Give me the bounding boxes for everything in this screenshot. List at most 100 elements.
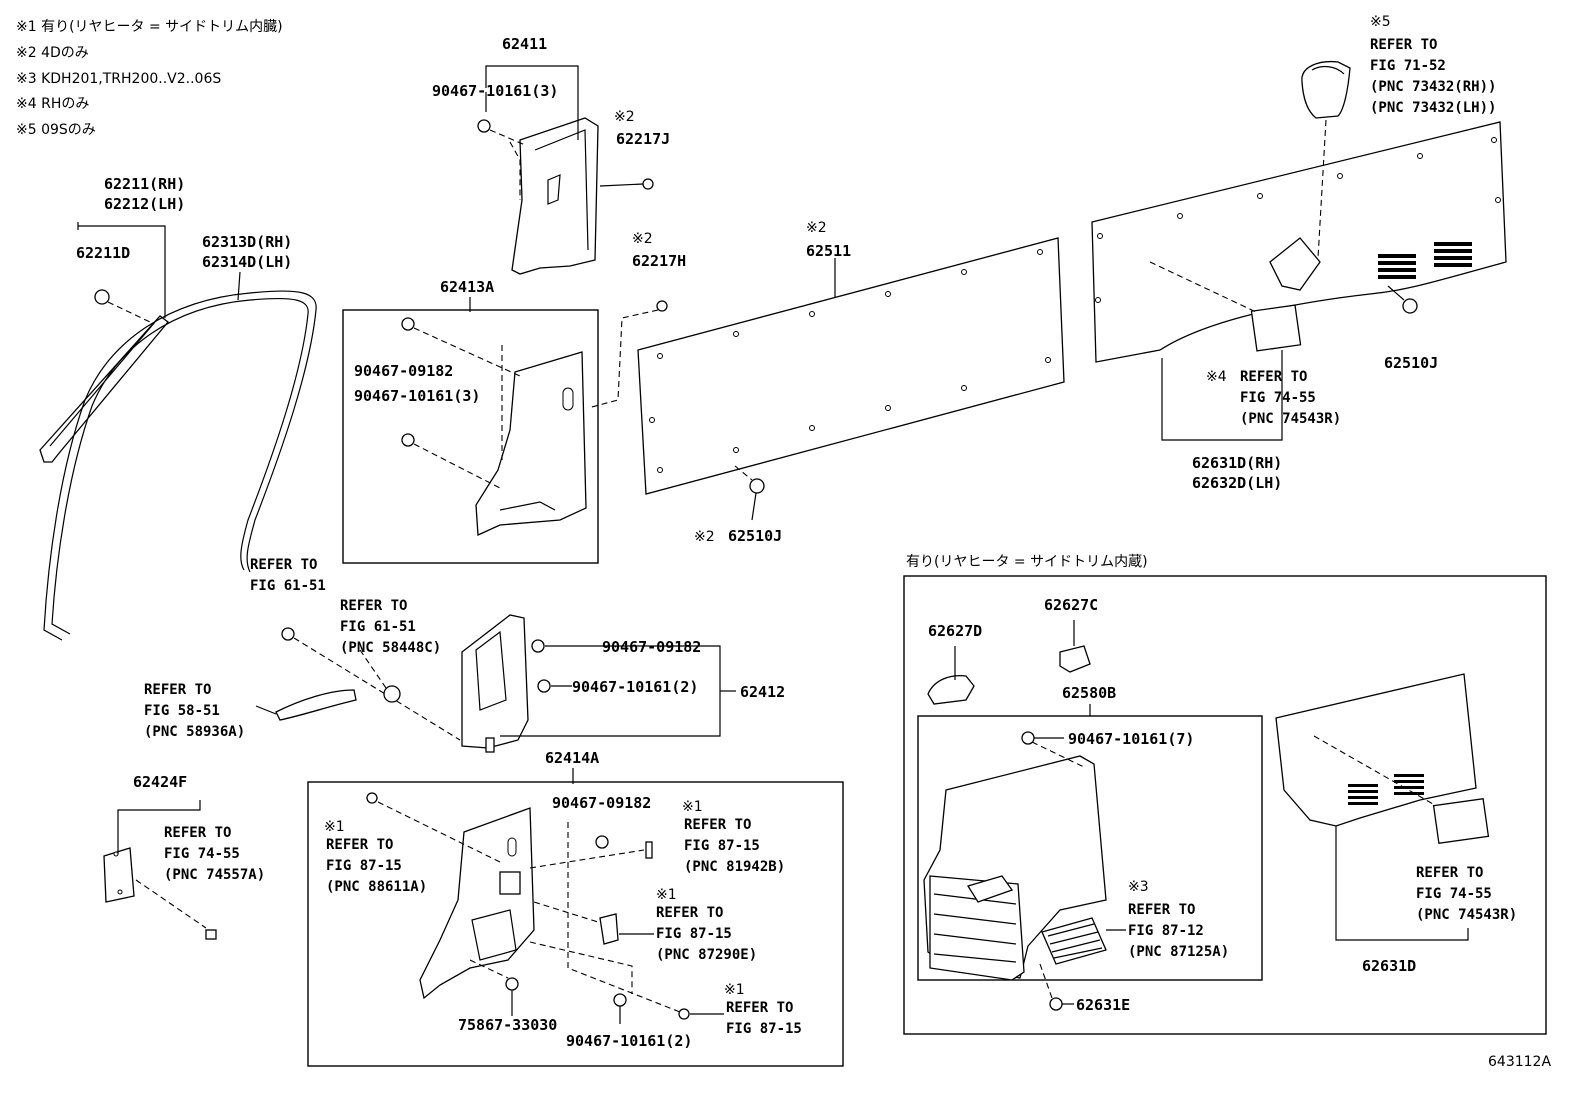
ref-fig-74-55-c-l3: (PNC 74543R) xyxy=(1416,907,1517,923)
mark-3: ※3 xyxy=(1128,879,1149,895)
ref-fig-61-51-b-l2: FIG 61-51 xyxy=(340,619,416,635)
label-62217j: 62217J xyxy=(616,130,670,148)
mark-1-d: ※1 xyxy=(724,982,745,998)
label-90467-09182-a: 90467-09182 xyxy=(354,362,453,380)
ref-fig-87-15-c-l2: FIG 87-15 xyxy=(656,926,732,942)
label-75867-33030: 75867-33030 xyxy=(458,1016,557,1034)
label-62580b: 62580B xyxy=(1062,684,1116,702)
mark-1-b: ※1 xyxy=(682,799,703,815)
ref-fig-87-15-b-l2: FIG 87-15 xyxy=(684,838,760,854)
note-2: ※2 4Dのみ xyxy=(16,45,89,61)
ref-fig-87-15-c-l3: (PNC 87290E) xyxy=(656,947,757,963)
note-1: ※1 有り(リヤヒータ = サイドトリム内臓) xyxy=(16,19,283,35)
ref-fig-87-15-b-l3: (PNC 81942B) xyxy=(684,859,785,875)
ref-fig-74-55-b-l2: FIG 74-55 xyxy=(164,846,240,862)
label-90467-10161-7: 90467-10161(7) xyxy=(1068,730,1194,748)
label-62627d: 62627D xyxy=(928,622,982,640)
label-62510j-a: 62510J xyxy=(728,527,782,545)
front-pillar-garnish xyxy=(39,315,169,463)
ref-fig-87-12-l3: (PNC 87125A) xyxy=(1128,944,1229,960)
ref-fig-71-52-l1: REFER TO xyxy=(1370,37,1437,53)
ref-fig-87-15-b-l1: REFER TO xyxy=(684,817,751,833)
box-62580b xyxy=(917,715,1263,981)
mark-2-c: ※2 xyxy=(806,220,827,236)
label-62313d-rh: 62313D(RH) xyxy=(202,233,292,251)
label-62412: 62412 xyxy=(740,683,785,701)
ref-fig-74-55-c-l1: REFER TO xyxy=(1416,865,1483,881)
label-62632d-lh: 62632D(LH) xyxy=(1192,474,1282,492)
ref-fig-87-12-l1: REFER TO xyxy=(1128,902,1195,918)
ref-fig-71-52-l2: FIG 71-52 xyxy=(1370,58,1446,74)
door-opening-weatherstrip xyxy=(43,290,317,641)
mark-1-c: ※1 xyxy=(656,887,677,903)
rear-panel-62631d-variant xyxy=(1275,673,1490,941)
clip-62211d xyxy=(77,222,166,323)
label-62631e: 62631E xyxy=(1076,996,1130,1014)
cap-62627c xyxy=(1059,620,1091,673)
rear-quarter-panel-62631d xyxy=(1091,119,1507,441)
mark-2-d: ※2 xyxy=(694,529,715,545)
ref-fig-74-55-c-l2: FIG 74-55 xyxy=(1416,886,1492,902)
label-62212-lh: 62212(LH) xyxy=(104,195,185,213)
clip-62217h xyxy=(656,300,668,312)
label-90467-10161-3-top: 90467-10161(3) xyxy=(432,82,558,100)
quarter-trim-62413a xyxy=(401,317,587,536)
ref-fig-87-15-a-l3: (PNC 88611A) xyxy=(326,879,427,895)
ref-fig-61-51-a-l1: REFER TO xyxy=(250,557,317,573)
bracket-62424f xyxy=(103,800,217,940)
figure-id: 643112A xyxy=(1488,1054,1551,1070)
notes-legend: ※1 有り(リヤヒータ = サイドトリム内臓) ※2 4Dのみ ※3 KDH20… xyxy=(16,19,283,138)
lower-trim-62580b xyxy=(923,731,1126,1011)
ref-fig-71-52-l4: (PNC 73432(LH)) xyxy=(1370,100,1496,116)
label-62411: 62411 xyxy=(502,35,547,53)
leader-62510j-a xyxy=(751,492,757,521)
ref-fig-87-15-d-l1: REFER TO xyxy=(726,1000,793,1016)
label-90467-10161-2-a: 90467-10161(2) xyxy=(572,678,698,696)
label-62511: 62511 xyxy=(806,242,851,260)
label-62314d-lh: 62314D(LH) xyxy=(202,253,292,271)
middle-pillar-62412 xyxy=(255,614,736,753)
label-62631d: 62631D xyxy=(1362,957,1416,975)
note-3: ※3 KDH201,TRH200..V2..06S xyxy=(16,71,221,87)
ref-fig-58-51-l3: (PNC 58936A) xyxy=(144,724,245,740)
mark-1-a: ※1 xyxy=(324,819,345,835)
ref-fig-87-15-d-l2: FIG 87-15 xyxy=(726,1021,802,1037)
note-5: ※5 09Sのみ xyxy=(16,122,96,138)
ref-fig-61-51-b-l1: REFER TO xyxy=(340,598,407,614)
box-heater-variant xyxy=(903,575,1547,1035)
lower-trim-62414a xyxy=(366,792,724,1024)
heater-variant-title: 有り(リヤヒータ = サイドトリム内蔵) xyxy=(906,554,1148,570)
label-90467-10161-2-b: 90467-10161(2) xyxy=(566,1032,692,1050)
ref-fig-58-51-l2: FIG 58-51 xyxy=(144,703,220,719)
ref-fig-61-51-a-l2: FIG 61-51 xyxy=(250,578,326,594)
ref-fig-74-55-a-l2: FIG 74-55 xyxy=(1240,390,1316,406)
mark-2-a: ※2 xyxy=(614,109,635,125)
mark-2-b: ※2 xyxy=(632,231,653,247)
ref-fig-58-51-l1: REFER TO xyxy=(144,682,211,698)
label-90467-10161-3-b: 90467-10161(3) xyxy=(354,387,480,405)
ref-fig-61-51-b-l3: (PNC 58448C) xyxy=(340,640,441,656)
label-90467-09182-b: 90467-09182 xyxy=(602,638,701,656)
label-62627c: 62627C xyxy=(1044,596,1098,614)
label-62631d-rh: 62631D(RH) xyxy=(1192,454,1282,472)
label-90467-09182-c: 90467-09182 xyxy=(552,794,651,812)
label-62510j-b: 62510J xyxy=(1384,354,1438,372)
ref-fig-74-55-a-l3: (PNC 74543R) xyxy=(1240,411,1341,427)
label-62211-rh: 62211(RH) xyxy=(104,175,185,193)
ref-fig-74-55-a-l1: REFER TO xyxy=(1240,369,1307,385)
box-62414a xyxy=(307,781,844,1067)
cap-62627d xyxy=(927,646,975,705)
ref-fig-74-55-b-l1: REFER TO xyxy=(164,825,231,841)
leader-62217h xyxy=(587,309,659,409)
ref-fig-71-52-l3: (PNC 73432(RH)) xyxy=(1370,79,1496,95)
note-4: ※4 RHのみ xyxy=(16,96,89,112)
label-62424f: 62424F xyxy=(133,773,187,791)
label-62413a: 62413A xyxy=(440,278,494,296)
mark-5: ※5 xyxy=(1370,14,1391,30)
mark-4: ※4 xyxy=(1206,369,1227,385)
ref-fig-87-15-a-l2: FIG 87-15 xyxy=(326,858,402,874)
ref-fig-87-15-c-l1: REFER TO xyxy=(656,905,723,921)
ref-fig-87-15-a-l1: REFER TO xyxy=(326,837,393,853)
ref-fig-74-55-b-l3: (PNC 74557A) xyxy=(164,867,265,883)
